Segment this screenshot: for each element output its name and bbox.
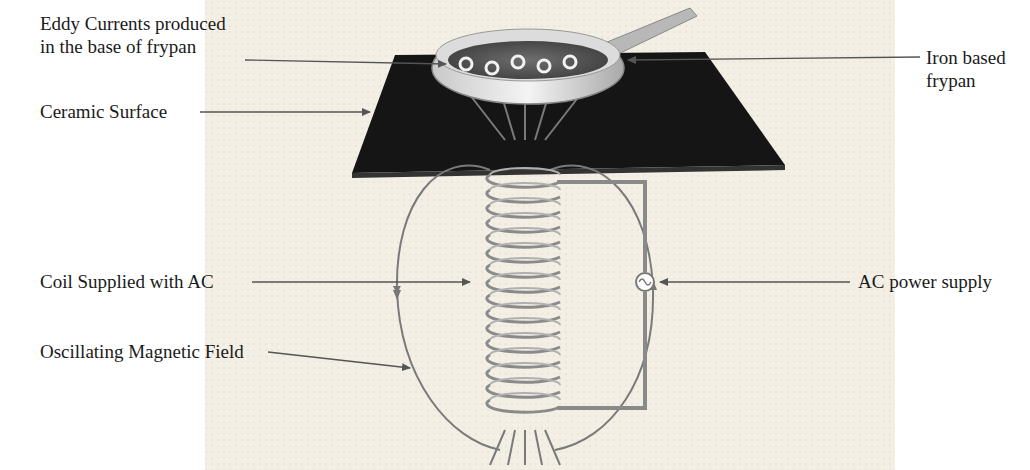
leader-line bbox=[200, 57, 920, 368]
eddy-current-label: Eddy Currents produced in the base of fr… bbox=[40, 12, 245, 58]
ac-wire bbox=[557, 182, 645, 408]
power-supply-label: AC power supply bbox=[858, 270, 992, 293]
surface-label: Ceramic Surface bbox=[40, 100, 167, 123]
coil-label: Coil Supplied with AC bbox=[40, 270, 214, 293]
magnetic-field bbox=[393, 81, 657, 465]
background-panel bbox=[205, 0, 895, 470]
frypan-label: Iron based frypan bbox=[926, 46, 1026, 92]
field-label: Oscillating Magnetic Field bbox=[40, 340, 244, 363]
coil bbox=[487, 168, 560, 412]
eddy-currents bbox=[460, 56, 576, 74]
ceramic-edge bbox=[352, 165, 785, 178]
ac-source-symbol bbox=[636, 273, 654, 291]
